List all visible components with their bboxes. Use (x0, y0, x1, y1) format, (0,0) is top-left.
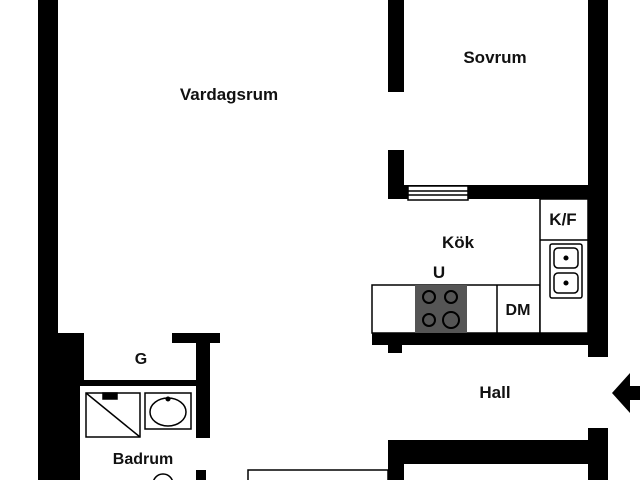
burner (422, 313, 436, 327)
entrance-arrow-icon (612, 373, 640, 413)
sink-icon (549, 243, 583, 299)
burner (444, 290, 458, 304)
stove (415, 285, 467, 333)
wall-wardrobe-left (78, 333, 84, 383)
room-label-kitchen: Kök (442, 233, 475, 252)
room-label-living-room: Vardagsrum (180, 85, 278, 104)
wall-bathroom-top (80, 380, 204, 386)
hall-storage (247, 469, 389, 480)
window (407, 185, 469, 201)
walls (38, 0, 608, 480)
wall-bathroom-door-stub (196, 470, 206, 480)
room-label-hall: Hall (479, 383, 510, 402)
burner (442, 311, 460, 329)
wall-kitchen-bottom (372, 333, 608, 345)
washbasin-icon (144, 392, 192, 430)
shower-icon (85, 392, 141, 438)
appliance-label-dishwasher: DM (506, 302, 531, 319)
wall-bedroom-left-top (388, 0, 404, 92)
room-label-bedroom: Sovrum (463, 48, 526, 67)
wall-left-lower-block (38, 333, 80, 480)
wall-hall-left-lower (388, 440, 404, 480)
toilet-icon (153, 473, 173, 480)
wall-kitchen-bottom-stub (388, 343, 402, 353)
room-label-bathroom: Badrum (113, 451, 173, 468)
wall-hall-bottom (388, 440, 608, 464)
room-label-wardrobe: G (135, 351, 147, 368)
wall-right-outer (588, 0, 608, 357)
appliance-label-fridge-freezer: K/F (549, 210, 576, 229)
wall-wardrobe-top-left (58, 333, 84, 343)
burner (422, 290, 436, 304)
appliance-label-stove: U (433, 263, 445, 282)
